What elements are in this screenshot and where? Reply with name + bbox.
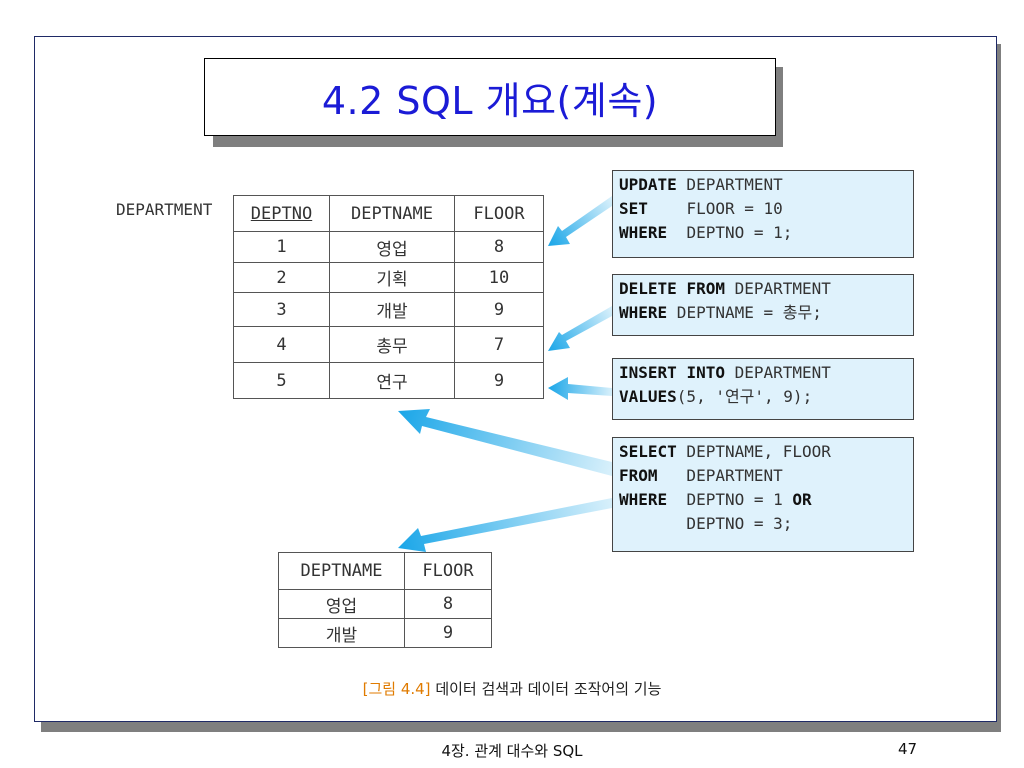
table-cell: 총무	[329, 326, 455, 363]
sql-text: DEPTNO = 1	[667, 490, 793, 509]
sql-text: DEPTNAME = 총무;	[667, 303, 822, 322]
table-row: 영업 8	[278, 589, 492, 619]
department-table: DEPTNO DEPTNAME FLOOR 1 영업 8 2 기획 10 3 개…	[233, 195, 544, 399]
sql-text: DEPTNO = 3;	[619, 514, 793, 533]
sql-text: DEPTNO = 1;	[667, 223, 793, 242]
column-header-deptname: DEPTNAME	[278, 552, 405, 590]
code-line: VALUES(5, '연구', 9);	[619, 385, 907, 409]
sql-keyword: SET	[619, 199, 648, 218]
arrow-insert	[548, 377, 612, 400]
code-line: WHERE DEPTNAME = 총무;	[619, 301, 907, 325]
table-row: 개발 9	[278, 618, 492, 648]
table-cell: 9	[404, 618, 492, 648]
code-line: INSERT INTO DEPARTMENT	[619, 361, 907, 385]
table-cell: 4	[233, 326, 330, 363]
page-title: 4.2 SQL 개요(계속)	[321, 78, 659, 123]
table-cell: 영업	[329, 231, 455, 263]
title-box: 4.2 SQL 개요(계속)	[204, 58, 776, 136]
department-table-label: DEPARTMENT	[116, 200, 213, 219]
delete-query-box: DELETE FROM DEPARTMENT WHERE DEPTNAME = …	[612, 274, 914, 336]
figure-label: [그림 4.4]	[362, 680, 431, 698]
code-line: UPDATE DEPARTMENT	[619, 173, 907, 197]
sql-keyword: FROM	[686, 279, 725, 298]
code-line: SELECT DEPTNAME, FLOOR	[619, 440, 907, 464]
sql-text: DEPARTMENT	[724, 279, 831, 298]
table-cell: 8	[404, 589, 492, 619]
sql-text: DEPARTMENT	[657, 466, 783, 485]
table-cell: 9	[454, 292, 544, 327]
table-row: 1 영업 8	[233, 231, 544, 263]
code-line: WHERE DEPTNO = 1;	[619, 221, 907, 245]
result-table: DEPTNAME FLOOR 영업 8 개발 9	[278, 552, 492, 648]
sql-keyword: UPDATE	[619, 175, 677, 194]
sql-keyword: INTO	[686, 363, 725, 382]
code-line: FROM DEPARTMENT	[619, 464, 907, 488]
arrow-delete	[548, 306, 612, 351]
table-cell: 9	[454, 362, 544, 399]
column-header-floor: FLOOR	[454, 195, 544, 232]
sql-keyword: WHERE	[619, 490, 668, 509]
code-line: DELETE FROM DEPARTMENT	[619, 277, 907, 301]
update-query-box: UPDATE DEPARTMENT SET FLOOR = 10 WHERE D…	[612, 170, 914, 258]
table-cell: 5	[233, 362, 330, 399]
sql-keyword: FROM	[619, 466, 658, 485]
sql-text: DEPARTMENT	[724, 363, 831, 382]
code-line: DEPTNO = 3;	[619, 512, 907, 536]
code-line: SET FLOOR = 10	[619, 197, 907, 221]
code-line: WHERE DEPTNO = 1 OR	[619, 488, 907, 512]
table-cell: 기획	[329, 262, 455, 293]
arrow-select-to-result	[398, 498, 612, 552]
sql-text: DEPTNAME, FLOOR	[676, 442, 831, 461]
sql-text: FLOOR = 10	[647, 199, 783, 218]
table-cell: 연구	[329, 362, 455, 399]
column-header-deptno: DEPTNO	[233, 195, 330, 232]
column-header-floor: FLOOR	[404, 552, 492, 590]
arrow-select-to-dept	[398, 409, 612, 476]
table-cell: 8	[454, 231, 544, 263]
table-row: 5 연구 9	[233, 362, 544, 399]
page-number: 47	[898, 740, 918, 758]
sql-keyword: VALUES	[619, 387, 677, 406]
table-row: 2 기획 10	[233, 262, 544, 293]
sql-text: (5, '연구', 9);	[676, 387, 813, 406]
figure-caption: [그림 4.4] 데이터 검색과 데이터 조작어의 기능	[0, 678, 1024, 699]
caption-text: 데이터 검색과 데이터 조작어의 기능	[430, 680, 662, 698]
sql-text: DEPARTMENT	[676, 175, 783, 194]
sql-keyword: SELECT	[619, 442, 677, 461]
table-row: 4 총무 7	[233, 326, 544, 363]
sql-keyword: OR	[792, 490, 812, 509]
sql-keyword: WHERE	[619, 303, 668, 322]
select-query-box: SELECT DEPTNAME, FLOOR FROM DEPARTMENT W…	[612, 437, 914, 552]
insert-query-box: INSERT INTO DEPARTMENT VALUES(5, '연구', 9…	[612, 358, 914, 420]
sql-keyword: INSERT	[619, 363, 677, 382]
table-cell: 영업	[278, 589, 405, 619]
sql-keyword: WHERE	[619, 223, 668, 242]
arrow-update	[548, 196, 612, 246]
footer-chapter: 4장. 관계 대수와 SQL	[441, 742, 583, 760]
sql-keyword: DELETE	[619, 279, 677, 298]
